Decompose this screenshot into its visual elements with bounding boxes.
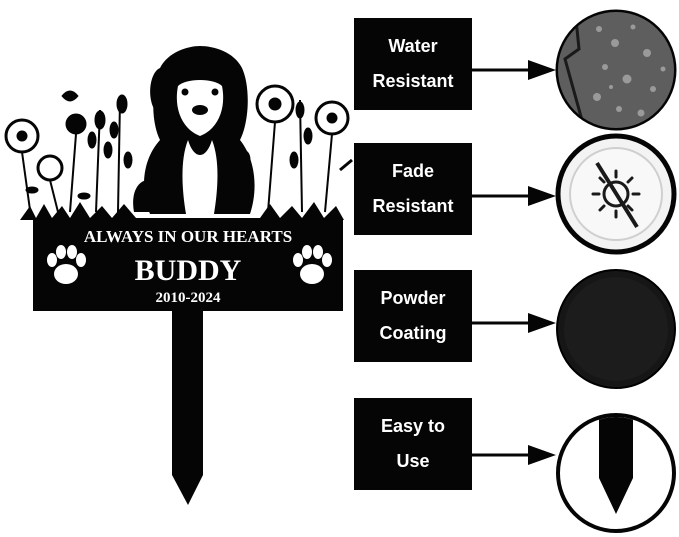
feature-label-line1: Water: [388, 36, 438, 56]
wildflowers-left: [4, 90, 133, 213]
feature-powder-coating: Powder Coating: [354, 270, 472, 362]
feature-label-line2: Use: [396, 451, 430, 471]
stake-tip-icon: [556, 413, 676, 533]
feature-label-line1: Easy to: [380, 416, 446, 436]
arrow-right-icon: [472, 60, 556, 80]
arrow-right-icon: [472, 445, 556, 465]
arrow-right-icon: [472, 313, 556, 333]
stake-spike: [172, 311, 203, 505]
wildflowers-right: [239, 84, 353, 213]
feature-label-line1: Powder: [380, 288, 446, 308]
feature-label-line1: Fade: [391, 161, 434, 181]
feature-fade-resistant: Fade Resistant: [354, 143, 472, 235]
memorial-stake: ALWAYS IN OUR HEARTS BUDDY 2010-2024: [4, 46, 353, 505]
plaque-dates: 2010-2024: [156, 290, 221, 306]
dog-illustration: [133, 46, 255, 214]
plaque-line1: ALWAYS IN OUR HEARTS: [84, 227, 292, 246]
feature-easy-to-use: Easy to Use: [354, 398, 472, 490]
grass-edge: [20, 202, 344, 220]
feature-label-line2: Resistant: [372, 196, 454, 216]
water-droplets-icon: [555, 9, 677, 131]
powder-coating-texture-icon: [556, 269, 676, 389]
no-sun-icon: [555, 133, 677, 255]
arrow-right-icon: [472, 186, 556, 206]
plaque-name: BUDDY: [135, 254, 242, 287]
paw-print-icon: [293, 245, 332, 284]
paw-print-icon: [47, 245, 86, 284]
feature-label-line2: Resistant: [372, 71, 454, 91]
feature-label-line2: Coating: [379, 323, 447, 343]
feature-water-resistant: Water Resistant: [354, 18, 472, 110]
memorial-plaque: [33, 219, 343, 311]
